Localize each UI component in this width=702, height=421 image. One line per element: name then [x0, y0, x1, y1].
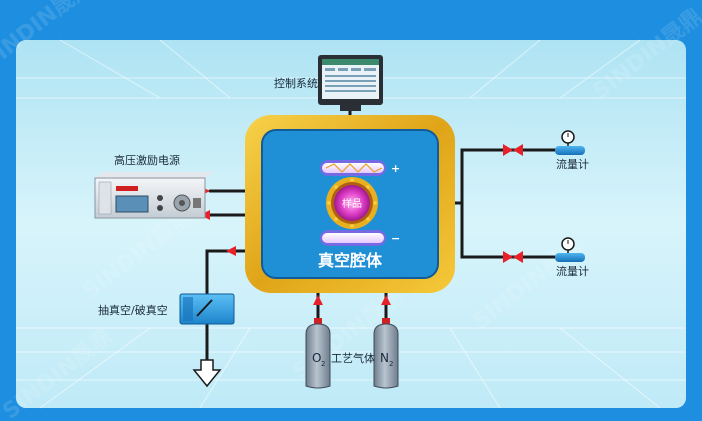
outlet-valve-top — [503, 144, 523, 156]
gas-n2-symbol: N — [380, 351, 389, 365]
sample-label: 样品 — [342, 197, 362, 210]
flowmeter-top — [555, 130, 585, 155]
electrode-plus-sign: + — [391, 162, 400, 175]
upper-electrode — [320, 160, 386, 176]
process-gas-label: 工艺气体 — [331, 351, 375, 365]
exhaust-arrow — [192, 359, 222, 388]
pump-valve-label: 抽真空/破真空 — [98, 303, 168, 317]
gas-cylinder-n2 — [373, 318, 399, 389]
sample-disc — [326, 177, 378, 229]
gas-cylinder-o2 — [305, 318, 331, 389]
control-system-label: 控制系统 — [274, 76, 318, 90]
control-system-monitor — [318, 55, 383, 111]
vacuum-chamber-label: 真空腔体 — [318, 251, 383, 270]
gas-o2-symbol: O — [312, 351, 321, 365]
lower-electrode — [320, 230, 386, 246]
gas-o2-subscript: 2 — [321, 360, 325, 368]
outlet-valve-bottom — [503, 251, 523, 263]
electrode-minus-sign: − — [391, 232, 400, 245]
flowmeter-bottom — [555, 237, 585, 262]
vacuum-valve-box — [179, 293, 235, 325]
power-supply-label: 高压激励电源 — [114, 153, 180, 167]
flowmeter-top-label: 流量计 — [556, 157, 589, 171]
flowmeter-bottom-label: 流量计 — [556, 264, 589, 278]
high-voltage-power-supply — [94, 172, 213, 219]
gas-n2-subscript: 2 — [389, 360, 393, 368]
